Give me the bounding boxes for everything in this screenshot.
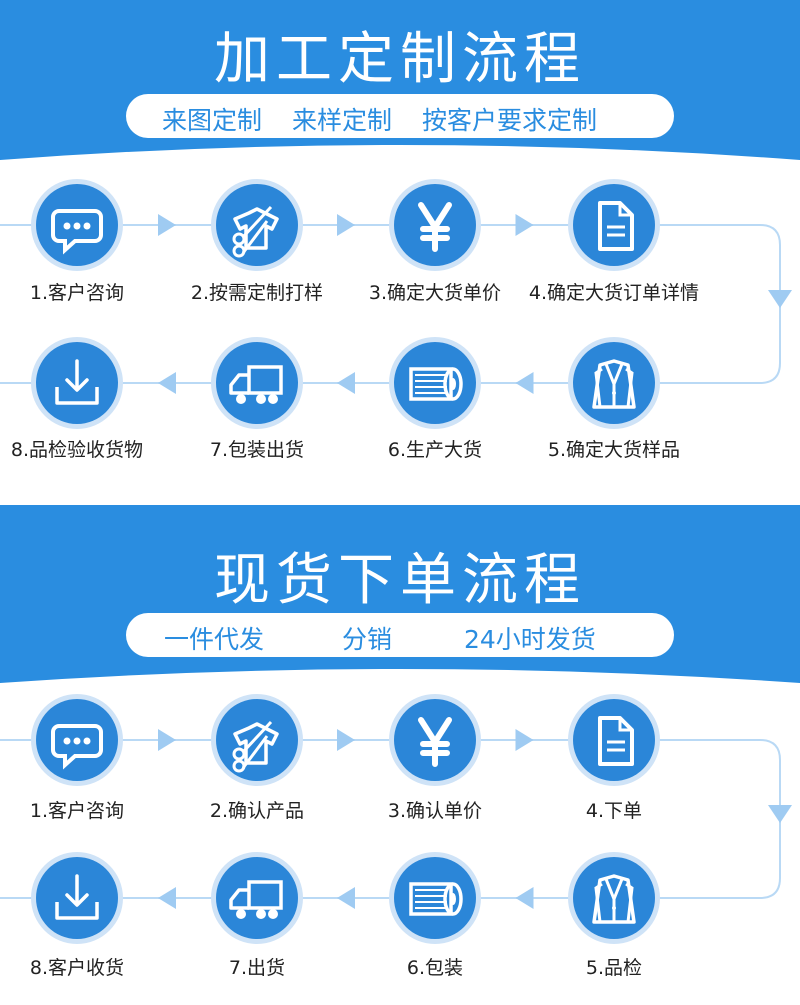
yen-icon — [389, 694, 481, 786]
step-7-label: 7.出货 — [228, 957, 286, 979]
subtitle-2: 来样定制 — [292, 106, 393, 135]
truck-icon — [211, 852, 303, 944]
subtitle-pill: 一件代发 分销 24小时发货 — [126, 613, 674, 657]
subtitle-3: 24小时发货 — [464, 625, 596, 654]
flow-arrow-right — [337, 214, 355, 236]
step-7 — [209, 850, 305, 946]
step-8-label: 8.客户收货 — [29, 957, 125, 979]
step-8 — [29, 850, 125, 946]
step-1 — [29, 692, 125, 788]
step-4-label: 4.确定大货订单详情 — [528, 282, 700, 304]
subtitle-2: 分销 — [342, 625, 393, 654]
flow-arrow-left — [337, 887, 355, 909]
download-tray-icon — [31, 337, 123, 429]
flow-arrow-left — [158, 887, 176, 909]
step-3-label: 3.确定大货单价 — [368, 282, 502, 304]
step-2 — [209, 177, 305, 273]
flow-arrow-right — [158, 214, 176, 236]
fabric-roll-icon — [389, 852, 481, 944]
flow-arrow-down — [768, 290, 792, 308]
flow-arrow-left — [337, 372, 355, 394]
step-1-label: 1.客户咨询 — [29, 282, 125, 304]
step-4 — [566, 177, 662, 273]
flow-arrow-right — [515, 214, 534, 236]
step-5-label: 5.品检 — [585, 957, 643, 979]
flow-arrow-right — [158, 729, 176, 751]
custom-process-banner: 加工定制流程 来图定制 来样定制 按客户要求定制 — [0, 0, 800, 170]
subtitle-1: 来图定制 — [162, 106, 263, 135]
step-6-label: 6.生产大货 — [387, 439, 483, 461]
fabric-roll-icon — [389, 337, 481, 429]
step-6-label: 6.包装 — [406, 957, 464, 979]
step-2-label: 2.按需定制打样 — [190, 282, 324, 304]
chat-icon — [31, 179, 123, 271]
step-5 — [566, 335, 662, 431]
stock-order-banner: 现货下单流程 一件代发 分销 24小时发货 — [0, 505, 800, 695]
download-tray-icon — [31, 852, 123, 944]
flow-arrow-left — [515, 887, 534, 909]
step-5-label: 5.确定大货样品 — [547, 439, 681, 461]
step-2 — [209, 692, 305, 788]
flow-connectors — [0, 214, 792, 394]
flow-arrow-right — [515, 729, 534, 751]
step-3 — [387, 177, 483, 273]
step-7-label: 7.包装出货 — [209, 439, 305, 461]
step-1 — [29, 177, 125, 273]
section-title: 现货下单流程 — [214, 548, 586, 613]
stock-order-section: 现货下单流程 一件代发 分销 24小时发货 1.客户咨询 2.确认产品 3.确认单价… — [0, 505, 800, 998]
suit-icon — [568, 852, 660, 944]
step-8-label: 8.品检验收货物 — [10, 439, 144, 461]
step-5 — [566, 850, 662, 946]
step-7 — [209, 335, 305, 431]
section-title: 加工定制流程 — [214, 27, 586, 92]
custom-process-section: 加工定制流程 来图定制 来样定制 按客户要求定制 1.客户咨询 2.按需定制打样 3… — [0, 0, 800, 500]
step-6 — [387, 335, 483, 431]
step-1-label: 1.客户咨询 — [29, 800, 125, 822]
chat-icon — [31, 694, 123, 786]
scissors-shirt-icon — [211, 179, 303, 271]
flow-arrow-left — [515, 372, 534, 394]
step-6 — [387, 850, 483, 946]
step-4 — [566, 692, 662, 788]
step-8 — [29, 335, 125, 431]
step-2-label: 2.确认产品 — [209, 800, 305, 822]
step-3 — [387, 692, 483, 788]
scissors-shirt-icon — [211, 694, 303, 786]
flow-arrow-down — [768, 805, 792, 823]
subtitle-pill: 来图定制 来样定制 按客户要求定制 — [126, 94, 674, 138]
subtitle-1: 一件代发 — [164, 625, 265, 654]
truck-icon — [211, 337, 303, 429]
subtitle-3: 按客户要求定制 — [422, 106, 598, 135]
document-icon — [568, 179, 660, 271]
suit-icon — [568, 337, 660, 429]
step-3-label: 3.确认单价 — [387, 800, 483, 822]
flow-arrow-right — [337, 729, 355, 751]
document-icon — [568, 694, 660, 786]
flow-connectors — [0, 729, 792, 909]
yen-icon — [389, 179, 481, 271]
step-4-label: 4.下单 — [585, 800, 643, 822]
flow-arrow-left — [158, 372, 176, 394]
